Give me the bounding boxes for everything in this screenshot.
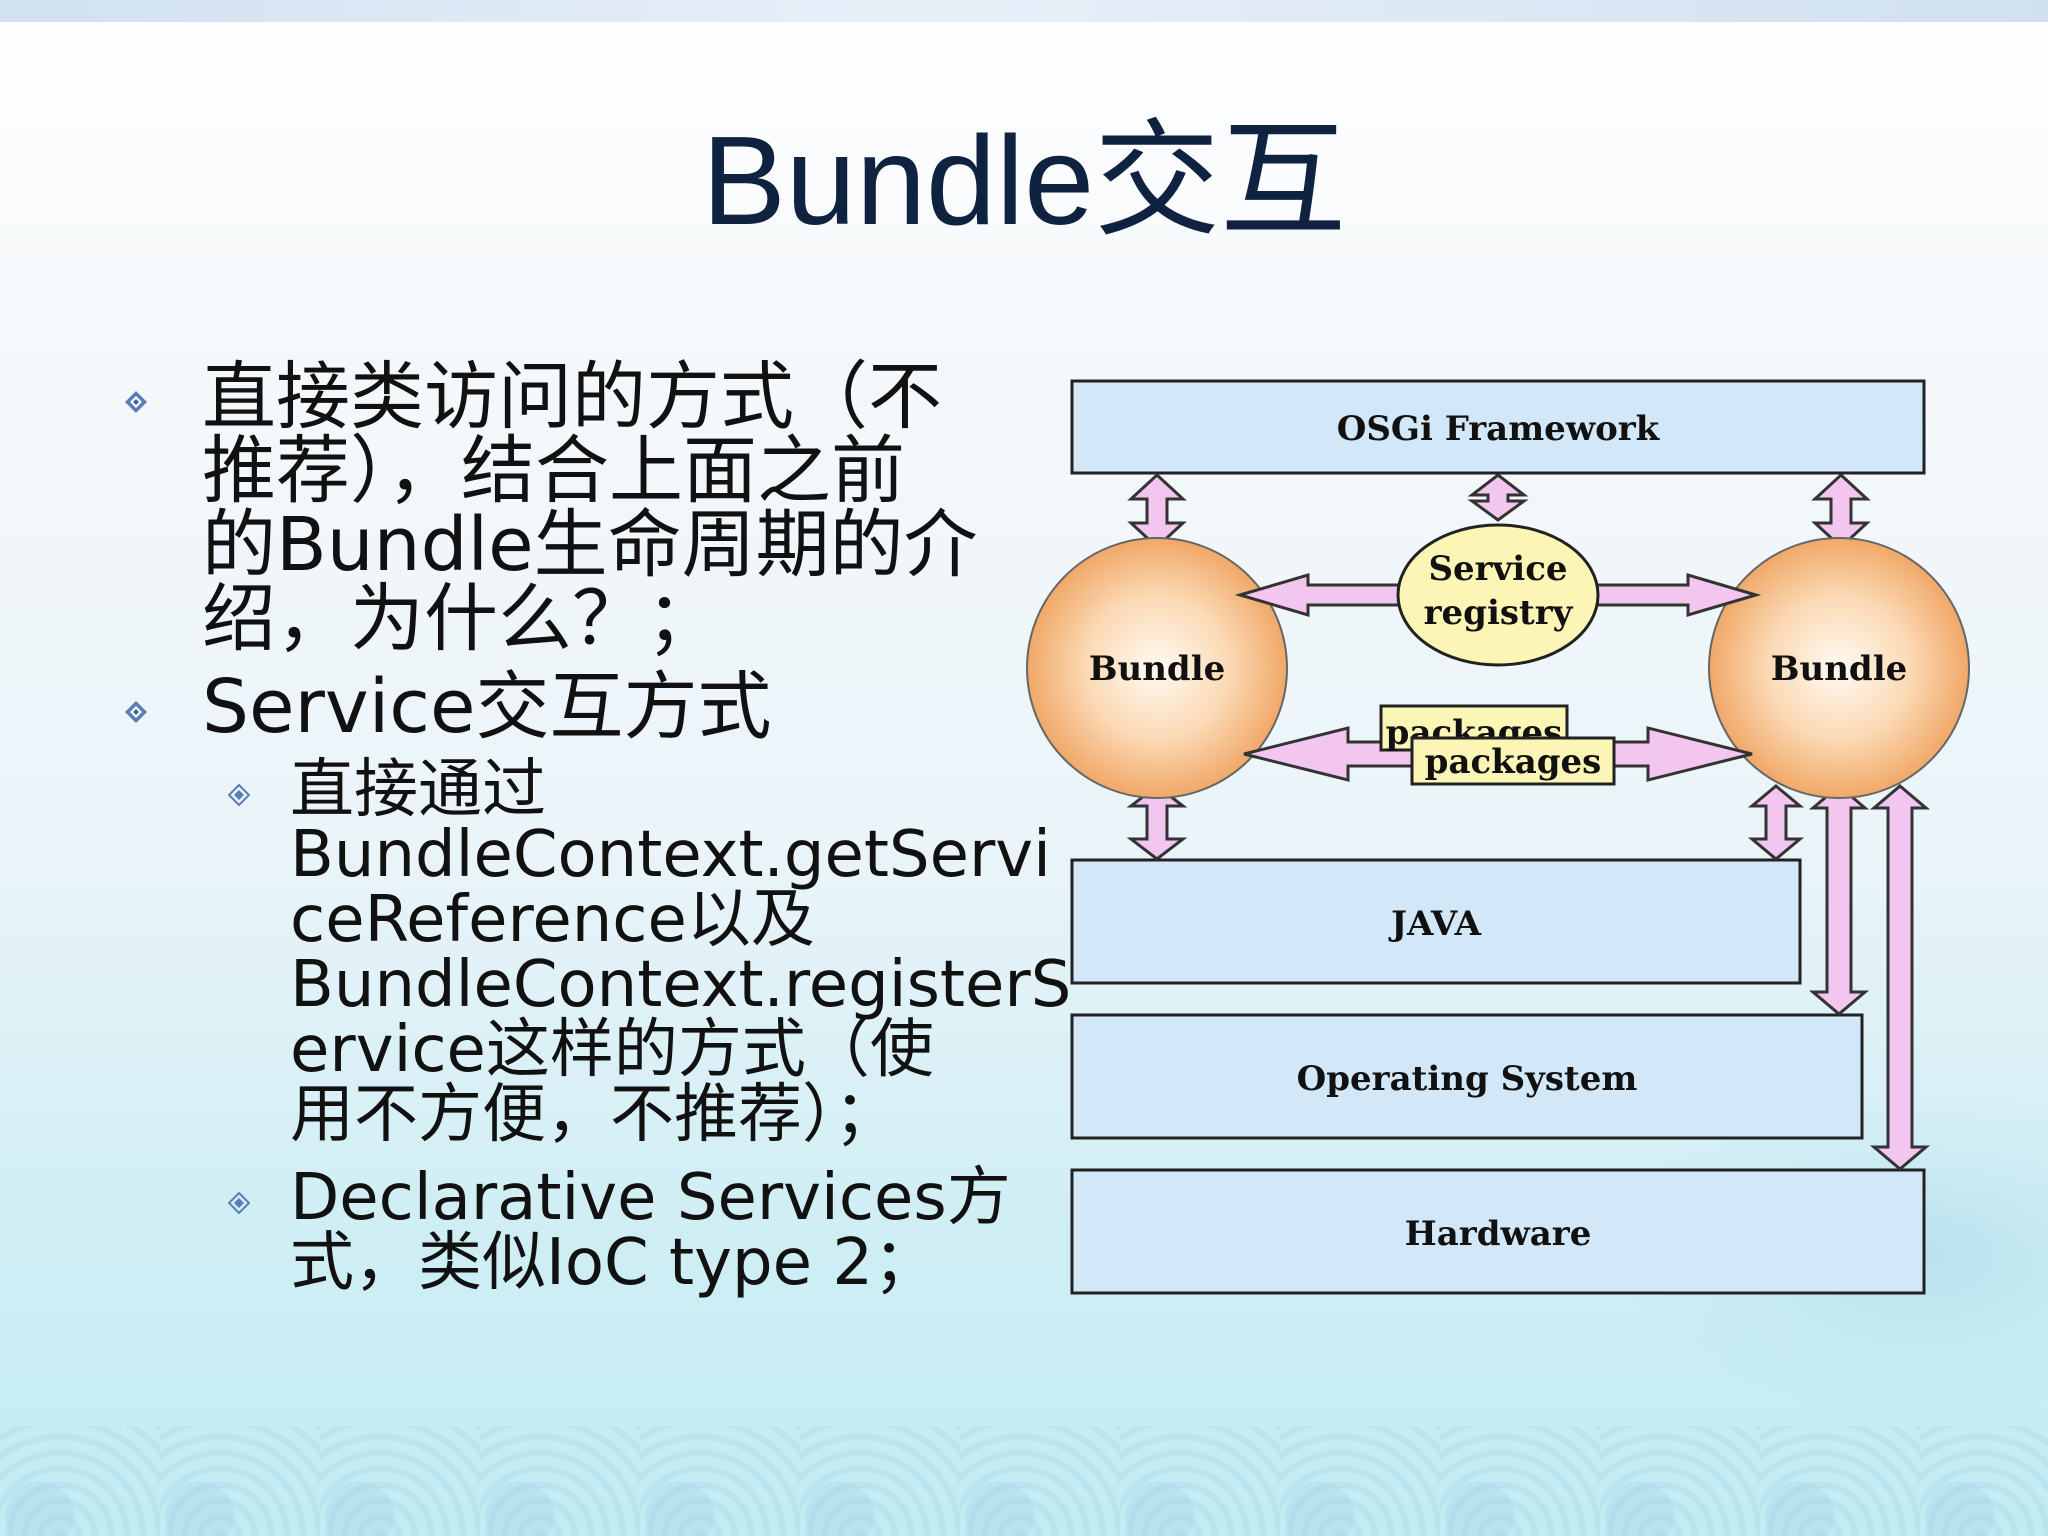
diamond-sub-bullet-icon [228,1192,250,1214]
bullet-line: Service交互方式 [202,664,772,750]
arrow-right-bundle-java [1747,784,1805,861]
bullet-line: 绍，为什么？； [202,576,720,662]
bullet-item-service-interaction: Service交互方式 [120,670,1020,744]
bundle-right: Bundle [1708,537,1970,799]
arrow-right-bundle-os [1808,784,1870,1016]
sub-bullet-line: ervice这样的方式（使 [290,1013,934,1087]
diamond-sub-bullet-icon [228,784,250,806]
arrow-framework-registry [1467,473,1529,522]
sub-bullet-list: 直接通过 BundleContext.getServi ceReference以… [120,753,1072,1300]
java-layer: JAVA [1070,858,1802,985]
bullet-line: 直接类访问的方式（不 [202,354,942,440]
bullet-line: 推荐），结合上面之前 [202,428,905,514]
slide-title: Bundle交互 [701,110,1347,251]
top-decor-bar [0,0,2048,22]
java-label: JAVA [1388,904,1482,944]
framework-label: OSGi Framework [1337,409,1661,449]
hardware-label: Hardware [1405,1214,1592,1254]
diamond-bullet-icon [125,701,147,723]
arrow-framework-left-bundle [1127,472,1187,550]
hardware-layer: Hardware [1070,1168,1926,1295]
sub-bullet-line: Declarative Services方 [290,1161,1011,1235]
diamond-bullet-icon [125,391,147,413]
bullet-list: 直接类访问的方式（不 推荐），结合上面之前 的Bundle生命周期的介 绍，为什… [120,360,1072,1314]
background-wave-decor [0,1426,2048,1536]
framework-layer: OSGi Framework [1070,379,1926,475]
sub-bullet-line: 式，类似IoC type 2； [290,1226,938,1300]
registry-label-line2: registry [1424,593,1574,633]
packages-front-label: packages [1425,742,1602,782]
os-layer: Operating System [1070,1013,1864,1140]
bundle-left: Bundle [1026,537,1288,799]
sub-bullet-line: BundleContext.registerS [290,948,1072,1022]
bundle-left-label: Bundle [1089,649,1226,689]
sub-bullet-item-declarative-services: Declarative Services方 式，类似IoC type 2； [228,1161,1020,1300]
bullet-item-direct-class-access: 直接类访问的方式（不 推荐），结合上面之前 的Bundle生命周期的介 绍，为什… [120,360,1020,656]
sub-bullet-line: BundleContext.getServi [290,818,1051,892]
arrow-left-bundle-java [1126,784,1188,861]
sub-bullet-line: ceReference以及 [290,883,815,957]
registry-label-line1: Service [1428,549,1567,589]
sub-bullet-line: 用不方便，不推荐）； [290,1078,898,1152]
service-registry: Service registry [1396,523,1600,667]
arrow-right-bundle-hardware [1869,784,1931,1171]
os-label: Operating System [1297,1059,1638,1099]
sub-bullet-line: 直接通过 [290,753,546,827]
arrow-framework-right-bundle [1811,472,1871,550]
bullet-line: 的Bundle生命周期的介 [202,502,978,588]
bundle-right-label: Bundle [1771,649,1908,689]
sub-bullet-item-bundlecontext: 直接通过 BundleContext.getServi ceReference以… [228,753,1072,1152]
packages-box-front: packages [1410,736,1616,786]
